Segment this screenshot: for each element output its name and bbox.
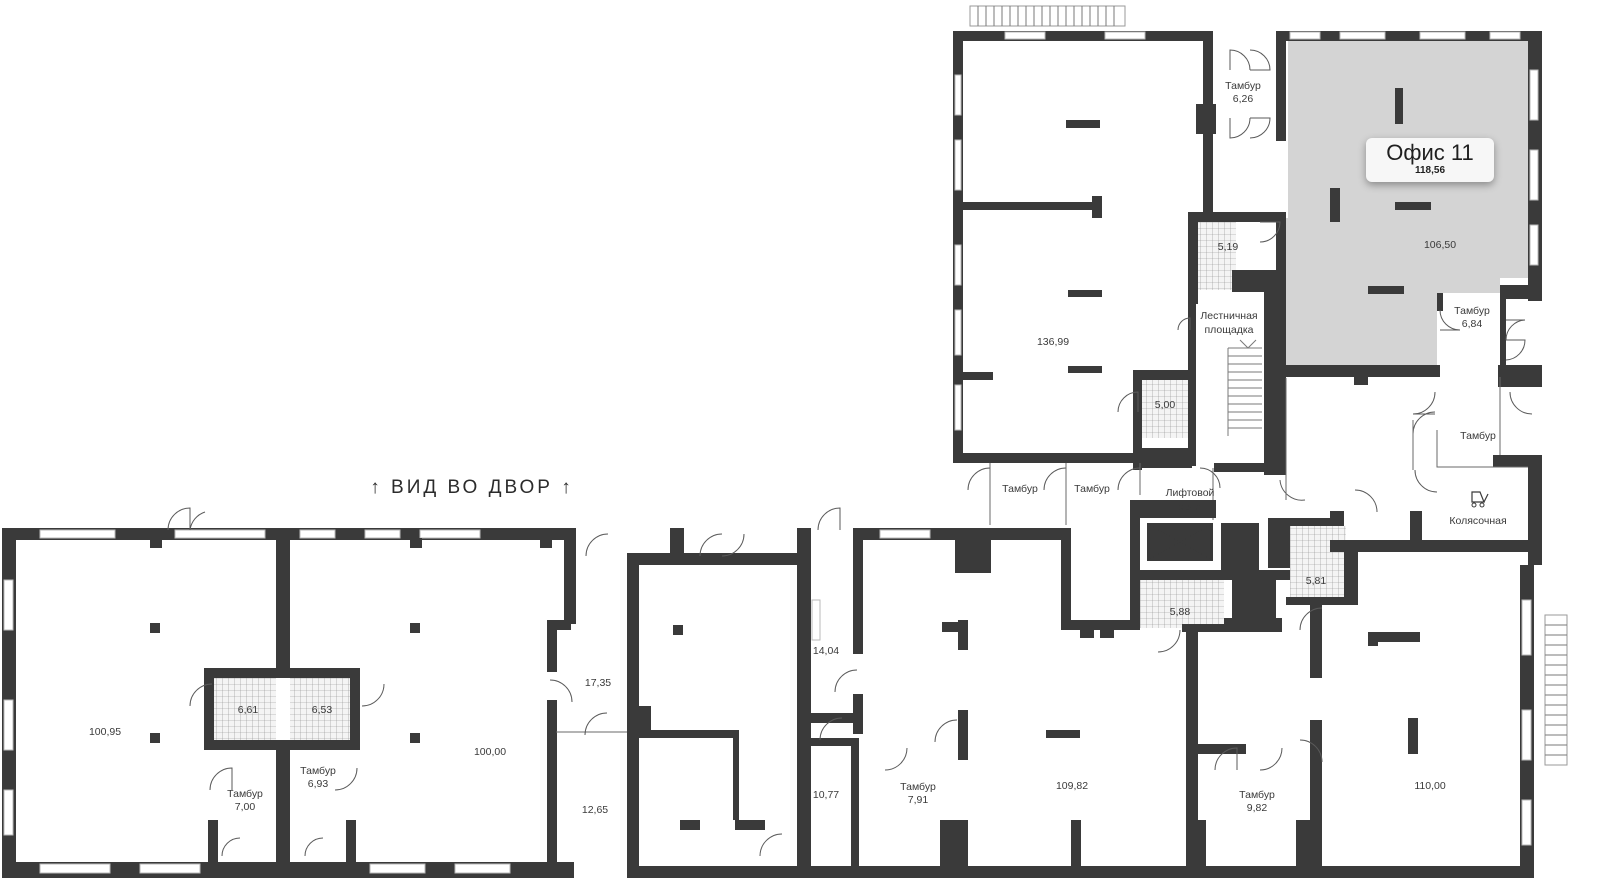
tambur-label: Тамбур (900, 781, 936, 793)
office-area: 118,56 (1414, 165, 1446, 176)
room-area-5-88: 5,88 (1170, 606, 1191, 618)
room-area-12-65: 12,65 (582, 804, 608, 816)
stair-landing-label-2: площадка (1204, 324, 1253, 336)
staircase (1227, 339, 1262, 436)
room-area-5-00: 5,00 (1155, 399, 1176, 411)
upper-block-walls (953, 31, 1542, 565)
room-area-6-84: 6,84 (1462, 318, 1483, 330)
stroller-room-label: Колясочная (1449, 515, 1506, 527)
lower-middle-buildings (627, 500, 1534, 878)
lift-hall-label: Лифтовой (1166, 487, 1215, 499)
room-area-7-00: 7,00 (235, 801, 256, 813)
room-area-6-53: 6,53 (312, 704, 333, 716)
room-area-5-19: 5,19 (1218, 241, 1239, 253)
room-area-106-50: 106,50 (1424, 239, 1456, 251)
lower-doors (167, 507, 1323, 857)
tambur-label: Тамбур (1074, 483, 1110, 495)
lift-hall-label-2: холл (1179, 501, 1202, 513)
tambur-label: Тамбур (1239, 789, 1275, 801)
stair-landing-label: Лестничная (1200, 310, 1257, 322)
room-area-110-00: 110,00 (1414, 780, 1445, 792)
room-area-136-99: 136,99 (1037, 336, 1069, 348)
room-area-109-82: 109,82 (1056, 780, 1088, 792)
room-area-100-95: 100,95 (89, 726, 121, 738)
right-exterior-stairs (1544, 614, 1568, 766)
room-area-9-82: 9,82 (1247, 802, 1268, 814)
lower-left-building (2, 528, 576, 878)
room-area-10-77: 10,77 (813, 789, 839, 801)
room-area-6-93: 6,93 (308, 778, 329, 790)
room-area-7-91: 7,91 (908, 794, 929, 806)
tambur-label: Тамбур (300, 765, 336, 777)
room-area-6-61: 6,61 (238, 704, 259, 716)
office-title: Офис 11 (1386, 140, 1474, 165)
tambur-label: Тамбур (227, 788, 263, 800)
room-area-17-35: 17,35 (585, 677, 611, 689)
room-area-6-26: 6,26 (1233, 93, 1254, 105)
tambur-label: Тамбур (1460, 430, 1496, 442)
tambur-label: Тамбур (1454, 305, 1490, 317)
office-11-badge[interactable]: Офис 11 118,56 (1366, 138, 1494, 182)
room-area-100-00: 100,00 (474, 746, 506, 758)
top-exterior-stairs (969, 5, 1126, 27)
room-area-14-04: 14,04 (813, 645, 839, 657)
view-to-yard-label: ↑ ВИД ВО ДВОР ↑ (370, 477, 574, 498)
room-area-5-81: 5,81 (1306, 575, 1327, 587)
stroller-icon (1471, 491, 1489, 508)
tambur-label: Тамбур (1225, 80, 1261, 92)
tambur-label: Тамбур (1002, 483, 1038, 495)
